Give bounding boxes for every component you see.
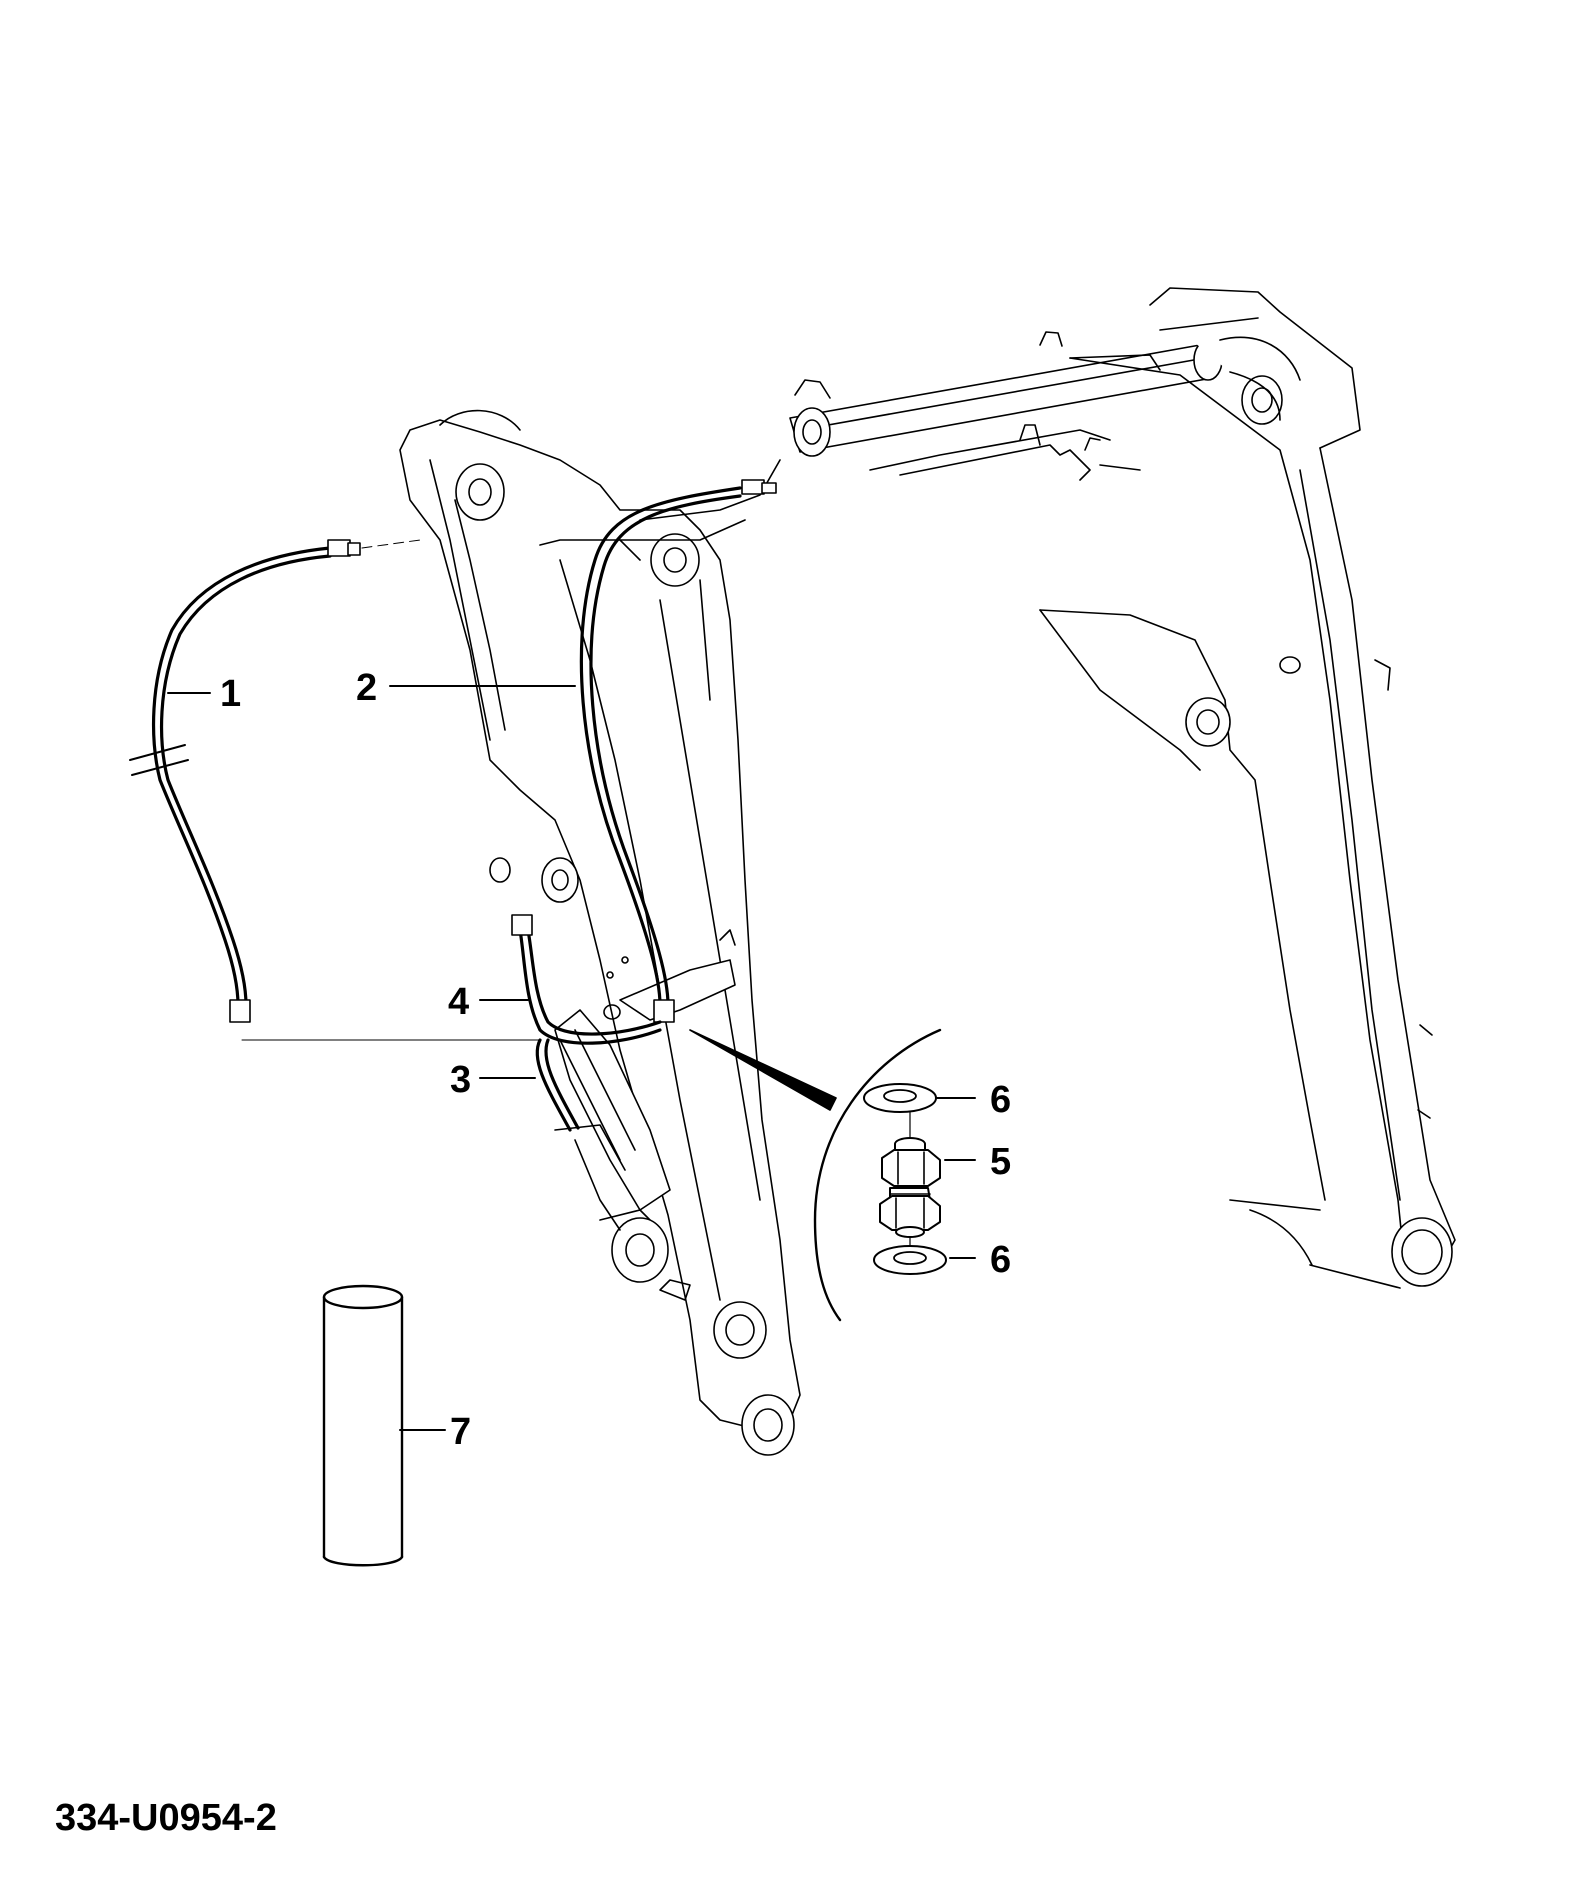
callout-4: 4 <box>448 981 469 1023</box>
callout-6-upper: 6 <box>990 1079 1011 1121</box>
callout-5: 5 <box>990 1141 1011 1183</box>
dipper-arm <box>400 411 800 1455</box>
protective-sleeve <box>324 1286 402 1565</box>
hose-3-4 <box>512 915 660 1130</box>
callout-labels: 1 2 4 3 6 5 6 7 <box>220 667 1011 1453</box>
drawing-number: 334-U0954-2 <box>55 1797 277 1839</box>
bucket-cylinder <box>555 1010 670 1282</box>
washer-upper <box>864 1084 936 1112</box>
callout-leaders <box>168 686 975 1430</box>
callout-7: 7 <box>450 1411 471 1453</box>
washer-lower <box>874 1246 946 1274</box>
hose-2 <box>581 480 776 1022</box>
callout-3: 3 <box>450 1059 471 1101</box>
union-fitting <box>880 1138 940 1237</box>
boom-arm <box>790 288 1455 1288</box>
callout-2: 2 <box>356 667 377 709</box>
callout-1: 1 <box>220 673 241 715</box>
callout-6-lower: 6 <box>990 1239 1011 1281</box>
detail-view <box>690 1030 946 1320</box>
hose-1 <box>130 540 540 1040</box>
